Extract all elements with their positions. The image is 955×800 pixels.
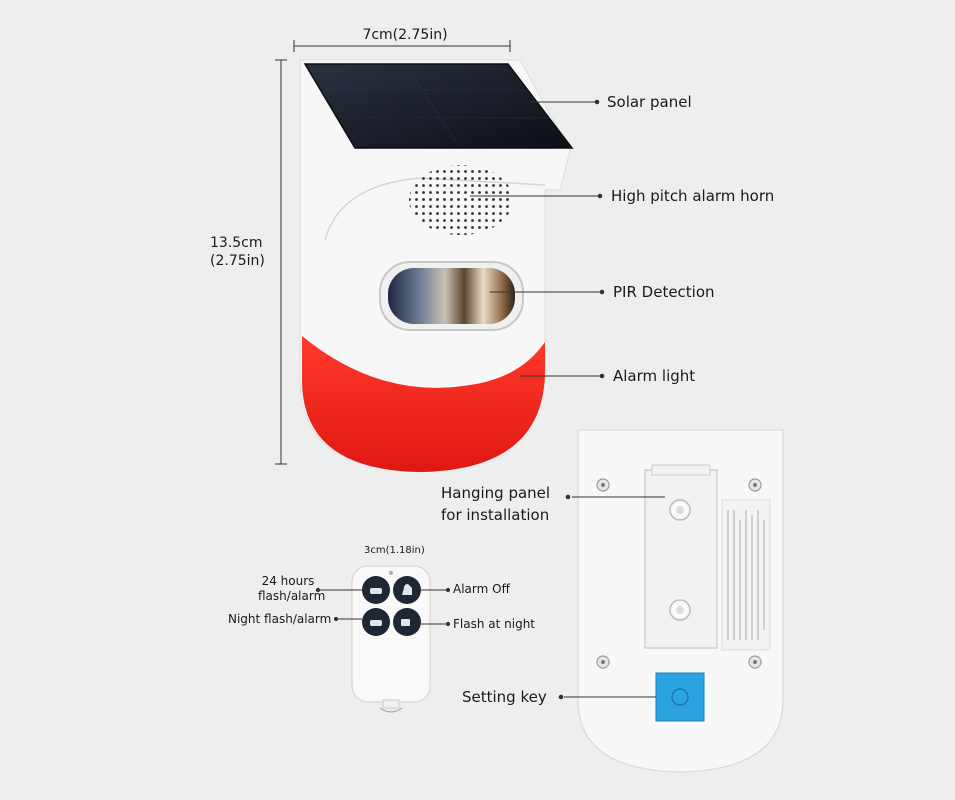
alarm-device [299, 59, 574, 473]
remote-24h-label: 24 hours flash/alarm [258, 574, 326, 604]
remote-night-label: Night flash/alarm [228, 612, 332, 626]
width-label: 7cm(2.75in) [362, 27, 448, 43]
height-label-cm: 13.5cm [210, 235, 263, 251]
pir-detection-label: PIR Detection [613, 283, 715, 301]
hanging-panel-label-line1: Hanging panel [441, 484, 551, 502]
height-label: 13.5cm (2.75in) [210, 234, 280, 270]
alarm-light-dome [302, 336, 545, 472]
back-plate [577, 429, 784, 773]
remote-width-label: 3cm(1.18in) [364, 545, 425, 556]
hanging-panel-label-line2: for installation [441, 506, 550, 524]
solar-panel [303, 63, 574, 149]
alarm-light-label: Alarm light [613, 367, 696, 385]
alarm-horn-label: High pitch alarm horn [611, 187, 775, 205]
alarm-horn-grille [409, 165, 513, 235]
width-dimension-line [293, 40, 511, 52]
setting-key [655, 672, 705, 722]
solar-panel-label: Solar panel [607, 93, 692, 111]
remote-24h-label-line1: 24 hours [261, 574, 315, 588]
height-dimension-line [275, 59, 287, 465]
setting-key-label: Setting key [462, 688, 547, 706]
height-label-in: (2.75in) [210, 253, 265, 269]
callout-lines [470, 99, 605, 379]
remote-control [351, 565, 431, 713]
remote-24h-label-line2: flash/alarm [258, 589, 326, 603]
hanging-panel-label: Hanging panel for installation [441, 482, 550, 526]
remote-alarm-off-label: Alarm Off [453, 582, 510, 596]
remote-flash-night-label: Flash at night [453, 617, 536, 631]
